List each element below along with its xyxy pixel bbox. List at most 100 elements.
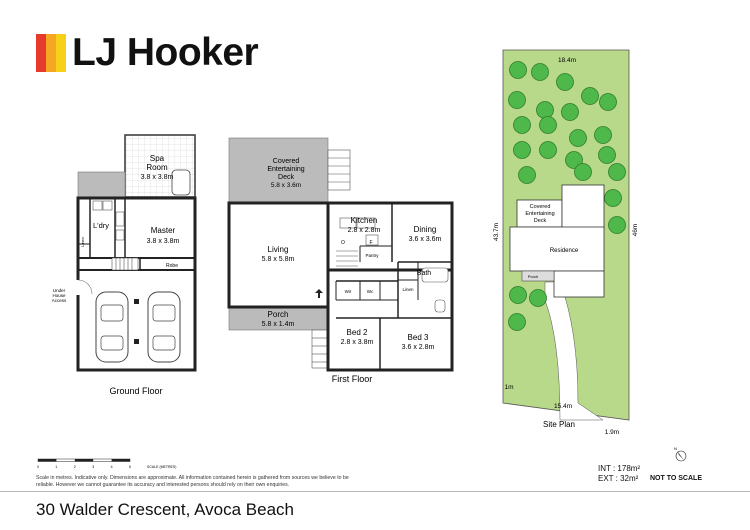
porch-dims: 5.8 x 1.4m — [262, 321, 295, 328]
tree-icon — [513, 141, 531, 159]
tree-icon — [574, 163, 592, 181]
master-name: Master — [151, 226, 176, 235]
property-address: 30 Walder Crescent, Avoca Beach — [36, 500, 294, 519]
tree-icon — [598, 146, 616, 164]
bed3-dims: 3.6 x 2.8m — [402, 344, 435, 351]
site-dim-left: 43.7m — [493, 223, 500, 241]
tree-icon — [556, 73, 574, 91]
master-dims: 3.8 x 3.8m — [147, 238, 180, 245]
access-line3: Access — [52, 298, 67, 303]
bed2-name: Bed 2 — [347, 328, 368, 337]
scale-tick-0: 0 — [37, 465, 39, 469]
tree-icon — [513, 116, 531, 134]
brand-logo: LJ Hooker — [36, 31, 259, 74]
ldry-label: L'dry — [93, 221, 109, 230]
robe-label: Robe — [166, 263, 178, 269]
tree-icon — [518, 166, 536, 184]
area-summary: INT : 178m² EXT : 32m² — [598, 464, 640, 484]
tree-icon — [561, 103, 579, 121]
tree-icon — [539, 116, 557, 134]
tree-icon — [565, 151, 583, 169]
not-to-scale-label: NOT TO SCALE — [650, 475, 702, 482]
ext-label: EXT : — [598, 474, 618, 483]
deck-dims: 5.8 x 3.6m — [271, 182, 301, 189]
tree-icon — [604, 189, 622, 207]
site-deck-l3: Deck — [534, 218, 547, 224]
int-value: 178m² — [617, 464, 641, 473]
dining-dims: 3.6 x 3.6m — [409, 236, 442, 243]
bath-label: Bath — [417, 270, 432, 277]
site-residence-label: Residence — [550, 248, 579, 254]
scale-tick-1: 1 — [55, 465, 57, 469]
kitchen-name: Kitchen — [351, 216, 378, 225]
first-floor-title: First Floor — [332, 374, 373, 384]
spa-room-name: Spa — [150, 154, 165, 163]
bed3-name: Bed 3 — [408, 333, 429, 342]
north-label: N — [674, 446, 677, 451]
first-linen-label: Linen — [402, 287, 414, 292]
site-residence — [509, 226, 605, 272]
spa-bath-fixture — [171, 169, 191, 196]
pantry-label: Pantry — [365, 253, 379, 258]
site-trees — [508, 61, 626, 331]
access-line1: Under — [53, 288, 66, 293]
site-deck-l1: Covered — [530, 204, 551, 210]
tree-icon — [581, 87, 599, 105]
tree-icon — [531, 63, 549, 81]
bedrooms-block — [326, 268, 454, 372]
tree-icon — [539, 141, 557, 159]
scale-bar: SCALE (METRES) 0 1 2 3 4 5 — [37, 458, 176, 469]
tree-icon — [536, 101, 554, 119]
site-dim-top: 18.4m — [558, 57, 576, 64]
ext-value: 32m² — [620, 474, 639, 483]
ground-floor-plan: Spa Room 3.8 x 3.8m Master 3.8 x 3.8m L'… — [52, 134, 197, 396]
int-label: INT : — [598, 464, 616, 473]
brand-name: LJ Hooker — [72, 31, 259, 74]
porch-name: Porch — [268, 310, 289, 319]
ground-floor-title: Ground Floor — [109, 386, 162, 396]
scale-tick-2: 2 — [74, 465, 76, 469]
garage-car-2 — [147, 291, 181, 363]
site-plan-title: Site Plan — [543, 420, 575, 429]
site-porch-label: Porch — [528, 274, 538, 279]
kitchen-dining-block — [326, 201, 454, 272]
porch-stairs — [311, 329, 329, 369]
site-dim-bottom: 15.4m — [554, 403, 572, 410]
site-dim-right: 46m — [632, 224, 639, 237]
site-dim-setback-left: 1m — [504, 384, 513, 391]
living-dims: 5.8 x 5.8m — [262, 256, 295, 263]
scale-unit: SCALE (METRES) — [147, 465, 176, 469]
fridge-label: F — [369, 240, 372, 246]
tree-icon — [508, 313, 526, 331]
tree-icon — [509, 61, 527, 79]
garage-car-1 — [95, 291, 129, 363]
logo-bar-yellow — [56, 34, 66, 72]
scale-tick-4: 4 — [111, 465, 113, 469]
deck-line3: Deck — [278, 174, 294, 181]
tree-icon — [508, 91, 526, 109]
kitchen-dims: 2.8 x 2.8m — [348, 227, 381, 234]
logo-bar-red — [36, 34, 46, 72]
wc-label: Wc — [367, 289, 374, 294]
living-room — [227, 201, 330, 309]
tree-icon — [529, 289, 547, 307]
disclaimer-text: Scale in metres. Indicative only. Dimens… — [36, 475, 349, 488]
tree-icon — [594, 126, 612, 144]
oven-label: O — [341, 240, 345, 246]
logo-bar-orange — [46, 34, 56, 72]
scale-tick-3: 3 — [92, 465, 94, 469]
spa-room-dims: 3.8 x 3.8m — [141, 174, 174, 181]
living-name: Living — [268, 245, 289, 254]
site-plan: 18.4m 43.7m 46m 15.4m 1m 1.9m Covered En… — [493, 49, 639, 436]
scale-tick-5: 5 — [129, 465, 131, 469]
covered-deck — [228, 137, 329, 204]
site-deck-l2: Entertaining — [525, 211, 554, 217]
dining-name: Dining — [414, 225, 437, 234]
ground-linen-label: Linen — [80, 237, 85, 247]
tree-icon — [599, 93, 617, 111]
footer-divider — [0, 491, 750, 492]
site-dim-setback-right: 1.9m — [605, 429, 619, 436]
access-line2: House — [52, 293, 66, 298]
spa-room-name2: Room — [146, 163, 168, 172]
